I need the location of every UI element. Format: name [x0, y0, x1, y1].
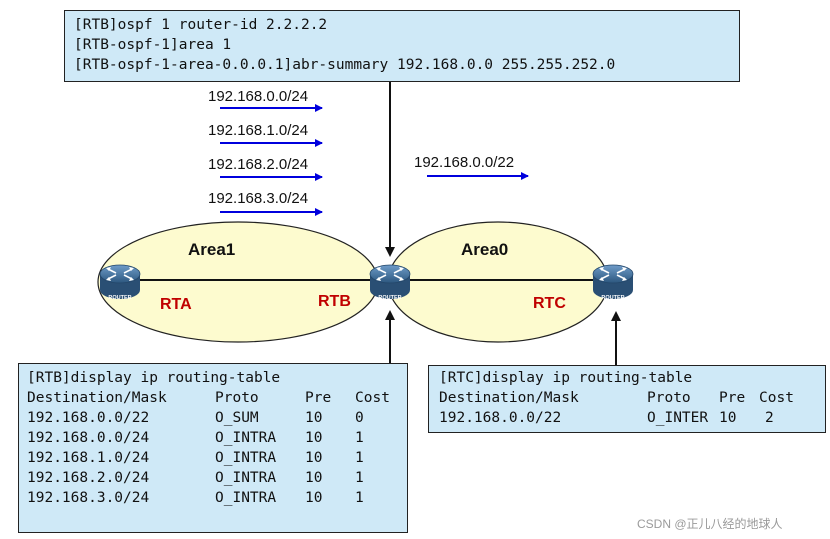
cell-destination: 192.168.0.0/22 [439, 410, 562, 426]
rtc-table-header: Destination/Mask Proto Pre Cost [439, 388, 815, 408]
cell-pre: 10 [305, 410, 323, 426]
rtc-routing-table: [RTC]display ip routing-table Destinatio… [428, 365, 826, 433]
table-row: 192.168.3.0/24 O_INTRA 10 1 [27, 488, 399, 508]
rtb-router-icon: ROUTER [369, 264, 411, 301]
rtb-routing-table: [RTB]display ip routing-table Destinatio… [18, 363, 408, 533]
area1-label: Area1 [188, 240, 236, 259]
cell-destination: 192.168.3.0/24 [27, 490, 150, 506]
cell-destination: 192.168.2.0/24 [27, 470, 150, 486]
header-proto: Proto [215, 390, 259, 406]
cell-destination: 192.168.1.0/24 [27, 450, 150, 466]
route-label: 192.168.3.0/24 [208, 190, 309, 207]
cell-pre: 10 [305, 490, 323, 506]
config-command-line: [RTB-ospf-1]area 1 [74, 37, 232, 53]
header-pre: Pre [305, 390, 332, 406]
cell-proto: O_INTRA [215, 450, 277, 466]
rtb-label: RTB [318, 293, 351, 310]
cell-pre: 10 [305, 450, 323, 466]
cell-pre: 10 [719, 410, 737, 426]
route-label: 192.168.0.0/24 [208, 88, 309, 105]
cell-destination: 192.168.0.0/22 [27, 410, 150, 426]
header-destination: Destination/Mask [439, 390, 579, 406]
rtc-table-command: [RTC]display ip routing-table [439, 370, 693, 386]
summary-route-label: 192.168.0.0/22 [414, 154, 515, 171]
table-row: 192.168.2.0/24 O_INTRA 10 1 [27, 468, 399, 488]
cell-proto: O_INTRA [215, 470, 277, 486]
cell-cost: 2 [765, 410, 774, 426]
rtc-router-icon: ROUTER [592, 264, 634, 301]
header-cost: Cost [355, 390, 390, 406]
cell-cost: 0 [355, 410, 364, 426]
cell-proto: O_SUM [215, 410, 259, 426]
watermark: CSDN @正儿八经的地球人 [637, 517, 783, 531]
area0-label: Area0 [461, 240, 509, 259]
svg-text:ROUTER: ROUTER [108, 295, 131, 301]
config-command-box: [RTB]ospf 1 router-id 2.2.2.2 [RTB-ospf-… [64, 10, 740, 82]
table-row: 192.168.1.0/24 O_INTRA 10 1 [27, 448, 399, 468]
header-proto: Proto [647, 390, 691, 406]
cell-cost: 1 [355, 430, 364, 446]
table-row: 192.168.0.0/24 O_INTRA 10 1 [27, 428, 399, 448]
config-command-line: [RTB-ospf-1-area-0.0.0.1]abr-summary 192… [74, 57, 616, 73]
rtc-label: RTC [533, 295, 566, 312]
route-label: 192.168.2.0/24 [208, 156, 309, 173]
cell-cost: 1 [355, 490, 364, 506]
rtb-table-command: [RTB]display ip routing-table [27, 370, 281, 386]
rta-router-icon: ROUTER [99, 264, 141, 301]
rtb-table-header: Destination/Mask Proto Pre Cost [27, 388, 399, 408]
cell-cost: 1 [355, 450, 364, 466]
cell-pre: 10 [305, 470, 323, 486]
cell-destination: 192.168.0.0/24 [27, 430, 150, 446]
svg-text:ROUTER: ROUTER [601, 295, 624, 301]
header-pre: Pre [719, 390, 746, 406]
header-cost: Cost [759, 390, 794, 406]
cell-pre: 10 [305, 430, 323, 446]
cell-proto: O_INTRA [215, 490, 277, 506]
rta-label: RTA [160, 296, 192, 313]
svg-text:ROUTER: ROUTER [378, 295, 401, 301]
table-row: 192.168.0.0/22 O_SUM 10 0 [27, 408, 399, 428]
cell-proto: O_INTER [647, 410, 709, 426]
config-command-line: [RTB]ospf 1 router-id 2.2.2.2 [74, 17, 328, 33]
route-label: 192.168.1.0/24 [208, 122, 309, 139]
cell-proto: O_INTRA [215, 430, 277, 446]
cell-cost: 1 [355, 470, 364, 486]
header-destination: Destination/Mask [27, 390, 167, 406]
table-row: 192.168.0.0/22 O_INTER 10 2 [439, 408, 815, 428]
